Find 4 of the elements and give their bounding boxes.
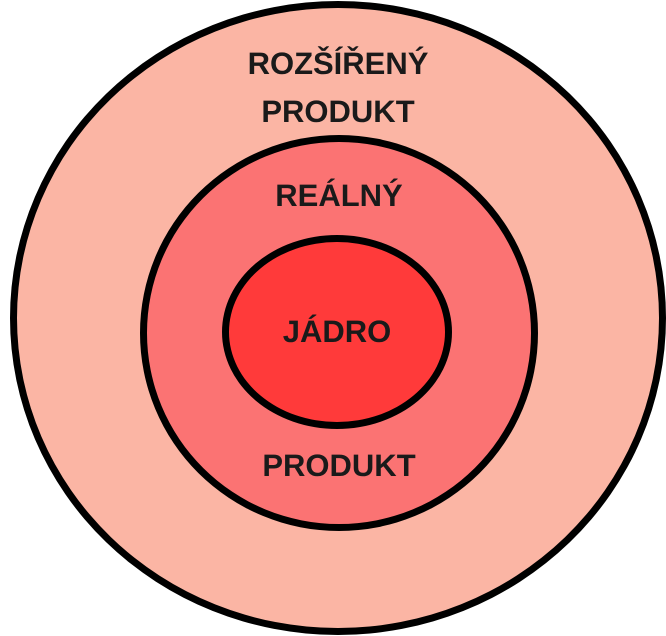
ring-label: REÁLNÝ — [275, 177, 403, 215]
ring-label: ROZŠÍŘENÝ PRODUKT — [246, 45, 430, 131]
ring-label: PRODUKT — [262, 447, 416, 485]
ring-label: JÁDRO — [282, 313, 392, 351]
